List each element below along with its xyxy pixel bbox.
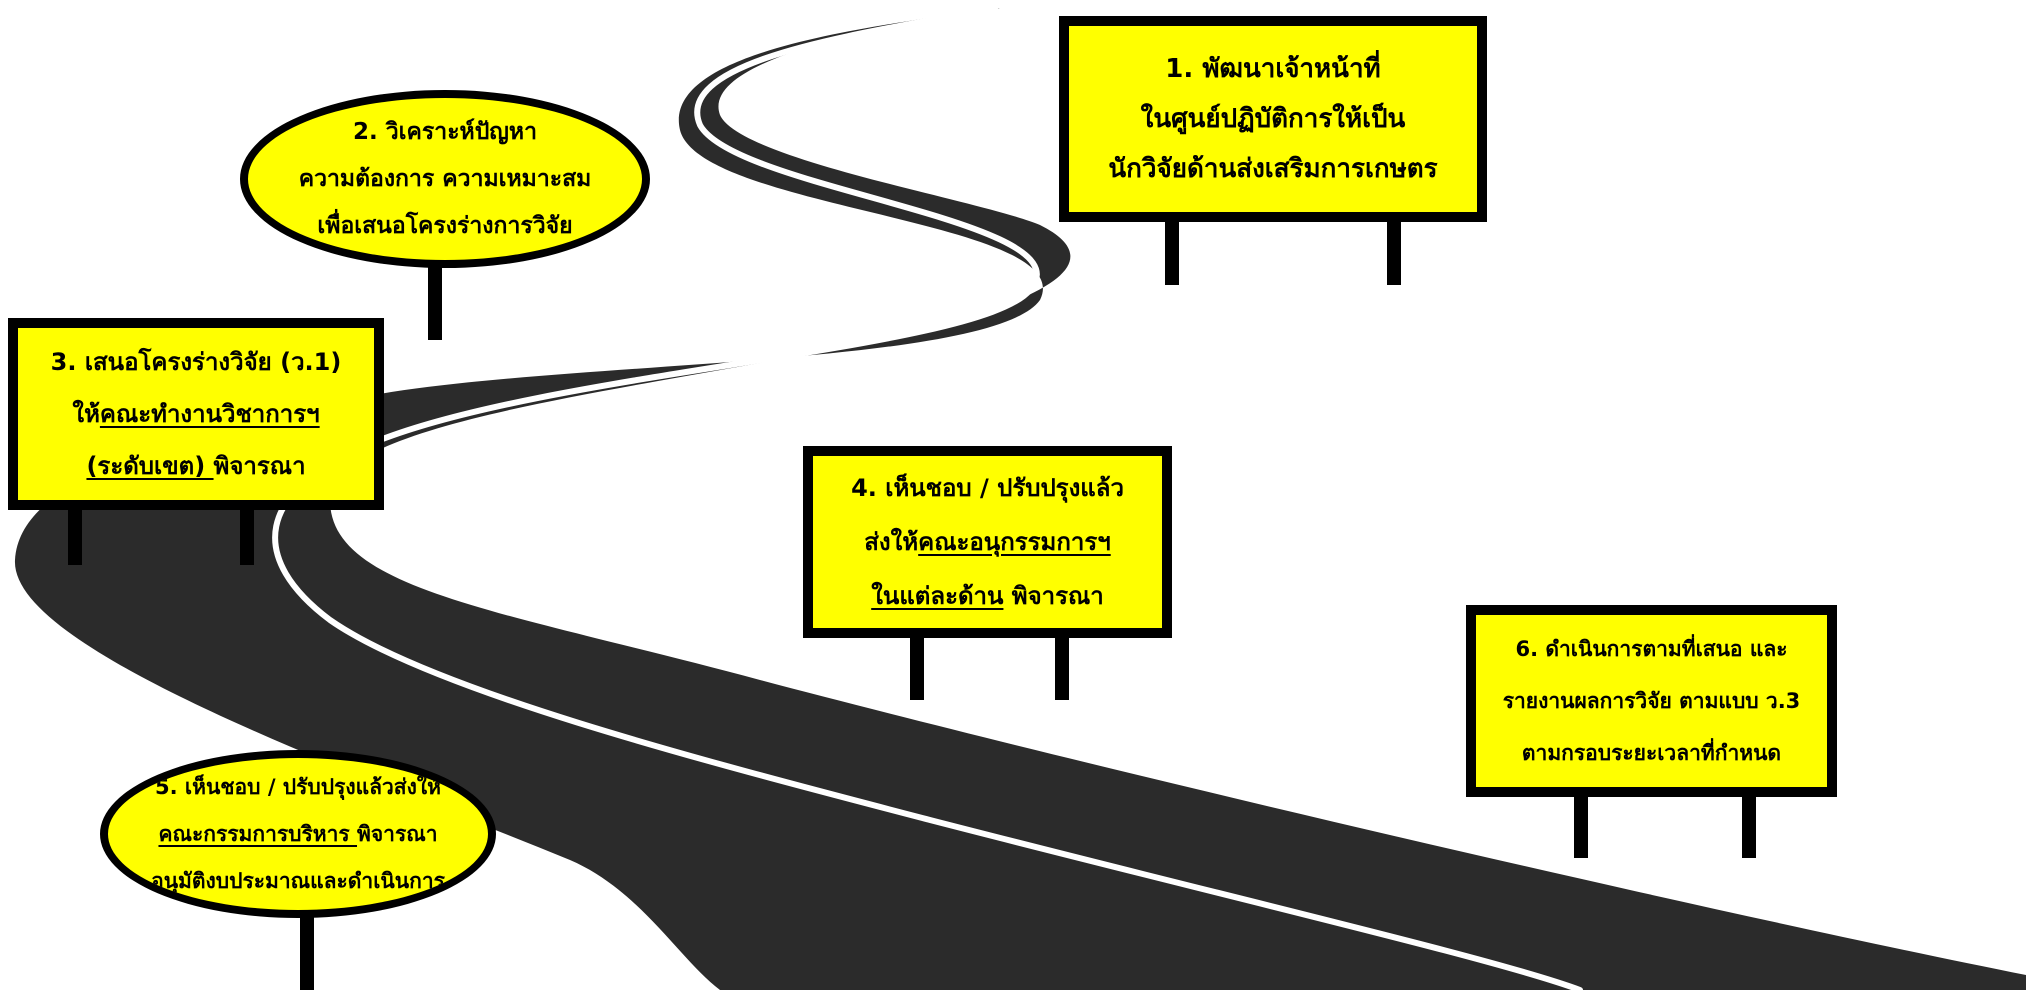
step-5-line-2: คณะกรรมการบริหาร พิจารณา [158,811,437,858]
step-2-text-2: ความต้องการ ความเหมาะสม [298,165,592,192]
step-4-text-2b: คณะอนุกรรมการฯ [918,528,1111,556]
step-6-line-2: รายงานผลการวิจัย ตามแบบ ว.3 [1503,675,1801,727]
sign-1-post-left [1165,215,1179,285]
step-2-line-1: 2. วิเคราะห์ปัญหา [353,109,537,156]
step-6-line-1: 6. ดำเนินการตามที่เสนอ และ [1515,623,1787,675]
step-6-text-1: 6. ดำเนินการตามที่เสนอ และ [1515,637,1788,661]
step-4-text-1: 4. เห็นชอบ / ปรับปรุงแล้ว [851,474,1124,502]
step-1-text-2: ในศูนย์ปฏิบัติการให้เป็น [1140,104,1406,134]
step-4-line-2: ส่งให้คณะอนุกรรมการฯ [864,515,1110,569]
step-2-text-3: เพื่อเสนอโครงร่างการวิจัย [317,212,573,239]
sign-3-post-right [240,505,254,565]
sign-6-post-right [1742,790,1756,858]
step-4-line-1: 4. เห็นชอบ / ปรับปรุงแล้ว [851,461,1124,515]
step-4-line-3: ในแต่ละด้าน พิจารณา [871,569,1104,623]
step-4-text-2a: ส่งให้ [864,528,919,556]
sign-4-post-left [910,632,924,700]
step-5-text-2b: พิจารณา [357,821,438,846]
step-1-line-2: ในศูนย์ปฏิบัติการให้เป็น [1141,94,1406,144]
step-5-line-3: อนุมัติงบประมาณและดำเนินการ [151,858,445,905]
step-2-text-1: 2. วิเคราะห์ปัญหา [353,118,537,145]
step-4-text-3a: ในแต่ละด้าน [871,582,1004,610]
step-3-text-1: 3. เสนอโครงร่างวิจัย (ว.1) [50,348,342,376]
step-3-sign: 3. เสนอโครงร่างวิจัย (ว.1) ให้คณะทำงานวิ… [8,318,384,510]
step-6-text-2: รายงานผลการวิจัย ตามแบบ ว.3 [1502,689,1801,713]
step-3-text-2b: คณะทำงานวิชาการฯ [99,400,320,428]
step-1-line-3: นักวิจัยด้านส่งเสริมการเกษตร [1108,144,1437,194]
step-6-sign: 6. ดำเนินการตามที่เสนอ และ รายงานผลการวิ… [1466,605,1837,797]
step-3-line-1: 3. เสนอโครงร่างวิจัย (ว.1) [51,336,342,388]
sign-3-post-left [68,505,82,565]
step-4-text-3b: พิจารณา [1003,582,1104,610]
step-1-text-3: นักวิจัยด้านส่งเสริมการเกษตร [1108,154,1438,184]
step-2-line-2: ความต้องการ ความเหมาะสม [299,156,592,203]
step-4-sign: 4. เห็นชอบ / ปรับปรุงแล้ว ส่งให้คณะอนุกร… [803,446,1172,638]
road-surface [14,8,2026,990]
step-6-line-3: ตามกรอบระยะเวลาที่กำหนด [1522,727,1781,779]
step-2-sign: 2. วิเคราะห์ปัญหา ความต้องการ ความเหมาะส… [240,90,650,268]
step-5-text-2a: คณะกรรมการบริหาร [158,821,358,846]
step-2-line-3: เพื่อเสนอโครงร่างการวิจัย [317,203,572,250]
step-5-text-1: 5. เห็นชอบ / ปรับปรุงแล้วส่งให้ [155,774,441,799]
step-5-text-3: อนุมัติงบประมาณและดำเนินการ [151,868,445,893]
sign-4-post-right [1055,632,1069,700]
step-3-text-3b: พิจารณา [213,452,306,480]
step-5-line-1: 5. เห็นชอบ / ปรับปรุงแล้วส่งให้ [155,764,441,811]
step-6-text-3: ตามกรอบระยะเวลาที่กำหนด [1521,741,1782,765]
step-3-text-3a: (ระดับเขต) [86,452,214,480]
step-5-sign: 5. เห็นชอบ / ปรับปรุงแล้วส่งให้ คณะกรรมก… [100,750,496,918]
step-1-sign: 1. พัฒนาเจ้าหน้าที่ ในศูนย์ปฏิบัติการให้… [1059,16,1487,222]
step-3-text-2a: ให้ [72,400,100,428]
sign-2-post [428,260,442,340]
sign-5-post [300,910,314,990]
step-1-line-1: 1. พัฒนาเจ้าหน้าที่ [1165,44,1380,94]
step-3-line-3: (ระดับเขต) พิจารณา [86,440,305,492]
step-1-text-1: 1. พัฒนาเจ้าหน้าที่ [1165,54,1381,84]
sign-6-post-left [1574,790,1588,858]
sign-1-post-right [1387,215,1401,285]
step-3-line-2: ให้คณะทำงานวิชาการฯ [72,388,319,440]
